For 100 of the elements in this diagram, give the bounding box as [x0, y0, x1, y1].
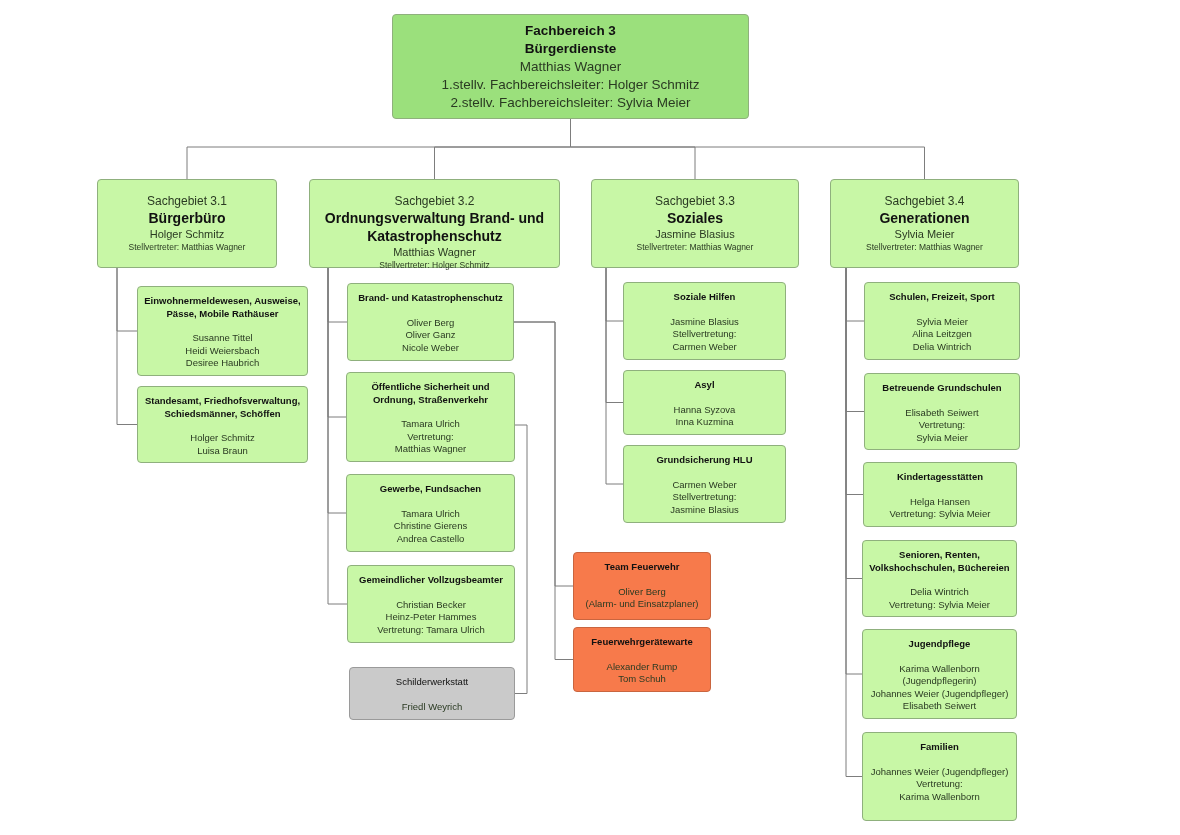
staff-line: Vertretung: [916, 778, 963, 791]
deputy-line: Stellvertreter: Matthias Wagner [128, 241, 246, 253]
team-box [137, 286, 308, 376]
staff-line: Vertretung: [918, 419, 966, 432]
head-name: Holger Schmitz [149, 227, 225, 241]
staff-line: Sylvia Meier [916, 431, 968, 444]
team-heading: Brand- und Katastrophenschutz [357, 292, 504, 305]
staff-line: Helga Hansen [909, 495, 971, 508]
head-name: Jasmine Blasius [655, 227, 735, 241]
team-heading: Standesamt, Friedhofsverwaltung, Schiedsmänner, Schöffen [143, 395, 302, 420]
staff-line: Alina Leitzgen [912, 328, 972, 341]
staff-line: Carmen Weber [672, 340, 737, 353]
staff-line: Desiree Haubrich [185, 357, 260, 370]
staff-line: Vertretung: Tamara Ulrich [377, 623, 485, 636]
team-heading: Familien [919, 741, 960, 754]
team-box [864, 373, 1020, 450]
staff-line: Elisabeth Seiwert [902, 700, 977, 713]
staff-line: Heinz-Peter Hammes [385, 611, 477, 624]
team-box [623, 282, 786, 360]
staff-line: Vertretung: Sylvia Meier [889, 598, 990, 611]
team-heading: Soziale Hilfen [672, 291, 737, 304]
staff-line: Oliver Berg [406, 316, 455, 329]
staff-line: Tamara Ulrich [401, 418, 460, 431]
section-title: Soziales [667, 209, 723, 227]
department-box [392, 14, 749, 119]
staff-line: Vertretung: [407, 430, 454, 443]
department-title: Bürgerdienste [524, 39, 617, 58]
staff-line: Andrea Castello [396, 532, 465, 545]
staff-line: Jasmine Blasius [670, 315, 739, 328]
fire-team-box [573, 552, 711, 620]
team-heading: Jugendpflege [907, 638, 972, 651]
section-box [591, 179, 799, 268]
staff-line: Christian Becker [396, 598, 466, 611]
section-number: Sachgebiet 3.2 [394, 193, 475, 209]
staff-line: Carmen Weber [672, 478, 737, 491]
team-heading: Einwohnermeldewesen, Ausweise, Pässe, Mobile Rathäuser [143, 295, 302, 320]
team-heading: Team Feuerwehr [603, 561, 681, 574]
team-heading: Asyl [693, 379, 716, 392]
section-box [830, 179, 1019, 268]
team-heading: Senioren, Renten, Volkshochschulen, Büchereien [868, 549, 1011, 574]
team-heading: Grundsicherung HLU [655, 454, 754, 467]
team-heading: Schulen, Freizeit, Sport [888, 291, 996, 304]
staff-line: Luisa Braun [197, 444, 248, 457]
team-box [862, 732, 1017, 821]
head-name: Sylvia Meier [894, 227, 955, 241]
staff-line: Heidi Weiersbach [185, 344, 260, 357]
team-box [346, 372, 515, 462]
team-box [864, 282, 1020, 360]
staff-line: Friedl Weyrich [401, 700, 463, 713]
connector-line [327, 267, 348, 605]
staff-line: Delia Wintrich [912, 340, 972, 353]
team-heading: Betreuende Grundschulen [881, 382, 1003, 395]
team-box [347, 283, 514, 361]
staff-line: Matthias Wagner [394, 443, 467, 456]
connector-line [514, 424, 528, 694]
head-name: Matthias Wagner [519, 57, 622, 76]
staff-line: Delia Wintrich [910, 586, 969, 599]
team-box [137, 386, 308, 463]
deputy-line: Stellvertreter: Matthias Wagner [866, 241, 983, 253]
team-box [347, 565, 515, 643]
team-box [346, 474, 515, 552]
fire-team-box [573, 627, 711, 692]
staff-line: Oliver Berg [618, 585, 666, 598]
team-heading: Gewerbe, Fundsachen [378, 483, 483, 496]
head-name: Matthias Wagner [393, 245, 476, 259]
staff-line: Elisabeth Seiwert [905, 406, 979, 419]
staff-line: Nicole Weber [402, 341, 459, 354]
section-title: Generationen [879, 209, 970, 227]
staff-line: Susanne Tittel [192, 332, 253, 345]
staff-line: Johannes Weier (Jugendpfleger) [870, 687, 1009, 700]
team-box [862, 540, 1017, 617]
team-heading: Kindertagesstätten [895, 471, 985, 484]
staff-line: Karima Wallenborn (Jugendpflegerin) [898, 662, 981, 688]
staff-line: Holger Schmitz [190, 432, 255, 445]
staff-line: Inna Kuzmina [675, 416, 734, 429]
deputy-line: 1.stellv. Fachbereichsleiter: Holger Schmitz [441, 75, 700, 94]
team-box [862, 629, 1017, 719]
staff-line: Johannes Weier (Jugendpfleger) [870, 765, 1009, 778]
staff-line: Christine Gierens [393, 520, 468, 533]
connector-line [605, 267, 624, 485]
team-heading: Öffentliche Sicherheit und Ordnung, Straßenverkehr [370, 381, 491, 406]
section-number: Sachgebiet 3.3 [654, 193, 736, 209]
staff-line: Tom Schuh [618, 673, 666, 686]
staff-line: Karima Wallenborn [899, 790, 980, 803]
staff-line: (Alarm- und Einsatzplaner) [585, 598, 699, 611]
deputy-line: Stellvertreter: Matthias Wagner [636, 241, 754, 253]
section-title: Bürgerbüro [148, 209, 226, 227]
connector-line [116, 267, 138, 425]
deputy-line: Stellvertreter: Holger Schmitz [379, 259, 490, 271]
staff-line: Oliver Ganz [405, 329, 456, 342]
staff-line: Jasmine Blasius [670, 503, 739, 516]
workshop-box [349, 667, 515, 720]
team-heading: Feuerwehrgerätewarte [590, 636, 694, 649]
section-box [309, 179, 560, 268]
staff-line: Vertretung: Sylvia Meier [889, 508, 991, 521]
connector-line [513, 321, 574, 660]
deputy-line: 2.stellv. Fachbereichsleiter: Sylvia Meier [450, 93, 691, 112]
staff-line: Stellvertretung: [672, 491, 737, 504]
staff-line: Tamara Ulrich [401, 507, 460, 520]
section-title: Ordnungsverwaltung Brand- und Katastrophenschutz [323, 209, 546, 245]
